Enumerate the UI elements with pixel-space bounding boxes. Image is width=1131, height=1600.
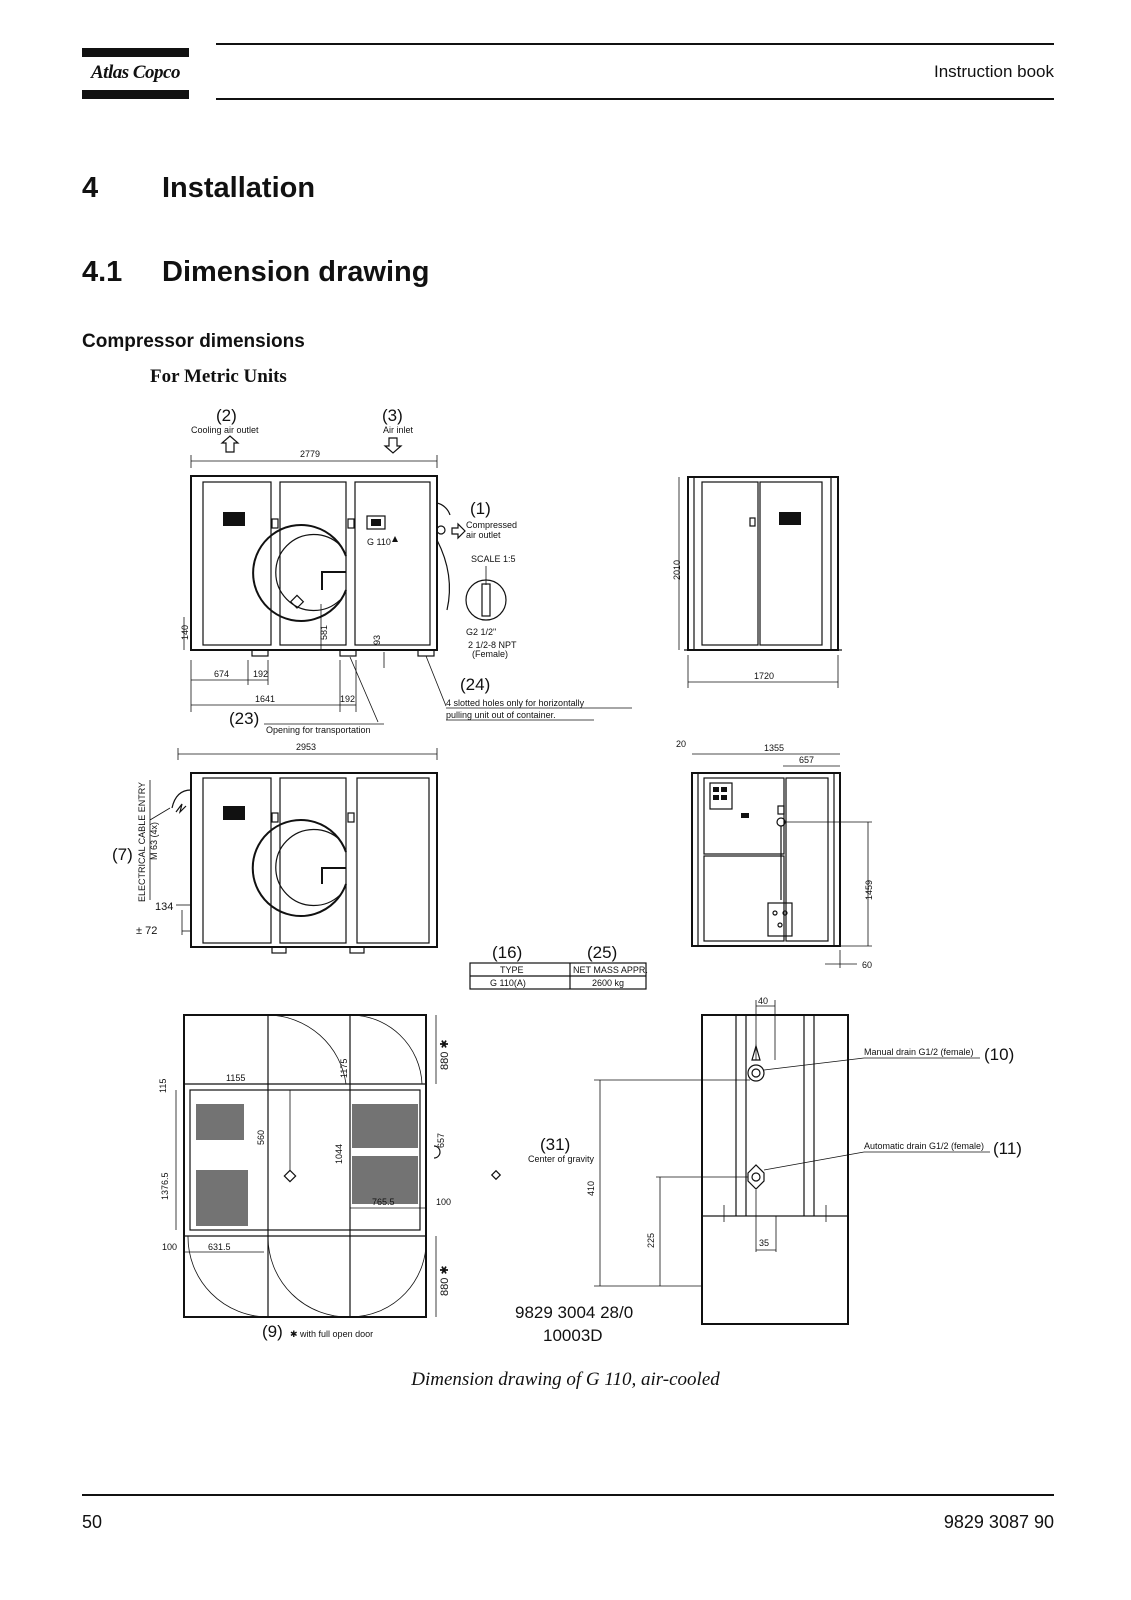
footer-rule bbox=[82, 1494, 1054, 1496]
thread-size-a: G2 1/2" bbox=[466, 627, 496, 637]
rear-view: 2953 ELECTRICAL CABLE ENTRY M 63 (4x) (7… bbox=[112, 742, 438, 954]
dim-1044: 1044 bbox=[334, 1144, 344, 1164]
section-heading: 4.1 Dimension drawing bbox=[82, 256, 429, 289]
chapter-number: 4 bbox=[82, 172, 99, 204]
callout-1-label-a: Compressed bbox=[466, 520, 517, 530]
callout-2: (2) bbox=[216, 406, 237, 425]
dim-410: 410 bbox=[586, 1181, 596, 1196]
type-table: (16) (25) TYPE NET MASS APPR. G 110(A) 2… bbox=[469, 943, 648, 990]
callout-11-label: Automatic drain G1/2 (female) bbox=[864, 1141, 984, 1151]
dim-72: ± 72 bbox=[136, 925, 157, 937]
callout-3-label: Air inlet bbox=[383, 425, 414, 435]
dim-60: 60 bbox=[862, 960, 872, 970]
thread-size-c: (Female) bbox=[472, 649, 508, 659]
dim-581: 581 bbox=[319, 625, 329, 640]
callout-24-label-a: 4 slotted holes only for horizontally bbox=[446, 698, 585, 708]
dim-front-width: 2779 bbox=[300, 449, 320, 459]
dim-100a: 100 bbox=[436, 1197, 451, 1207]
dim-657: 657 bbox=[799, 755, 814, 765]
thread-size-b: 2 1/2-8 NPT bbox=[468, 640, 517, 650]
dim-1175: 1175 bbox=[339, 1059, 349, 1078]
page-number: 50 bbox=[82, 1512, 103, 1532]
logo-bottom-bar bbox=[82, 90, 189, 99]
figure-caption: Dimension drawing of G 110, air-cooled bbox=[411, 1369, 720, 1390]
callout-24: (24) bbox=[460, 675, 490, 694]
callout-3: (3) bbox=[382, 406, 403, 425]
svg-text:G 110: G 110 bbox=[367, 537, 391, 547]
callout-31-label: Center of gravity bbox=[528, 1154, 595, 1164]
table-value-type: G 110(A) bbox=[490, 978, 526, 988]
callout-31: (31) bbox=[540, 1135, 570, 1154]
callout-10: (10) bbox=[984, 1045, 1014, 1064]
callout-25: (25) bbox=[587, 943, 617, 962]
document-number: 9829 3087 90 bbox=[943, 1512, 1054, 1532]
table-header-type: TYPE bbox=[500, 965, 524, 975]
company-logo: Atlas Copco bbox=[91, 62, 180, 83]
callout-11: (11) bbox=[993, 1139, 1022, 1158]
dim-560: 560 bbox=[256, 1130, 266, 1145]
callout-1-label-b: air outlet bbox=[466, 530, 501, 540]
dim-1155: 1155 bbox=[226, 1073, 245, 1083]
drawing-number-a: 9829 3004 28/0 bbox=[515, 1303, 633, 1322]
front-view: 2779 G 110 (1) Compressed air outlet bbox=[180, 406, 632, 735]
dim-657b: 657 bbox=[436, 1133, 446, 1148]
section-title: Dimension drawing bbox=[162, 256, 430, 288]
dim-side-height: 2010 bbox=[672, 560, 682, 580]
dim-1355: 1355 bbox=[764, 743, 784, 753]
callout-2-label: Cooling air outlet bbox=[191, 425, 259, 435]
dim-93: 93 bbox=[372, 635, 382, 645]
callout-16: (16) bbox=[492, 943, 522, 962]
callout-24-label-b: pulling unit out of container. bbox=[446, 710, 556, 720]
dim-225: 225 bbox=[646, 1233, 656, 1248]
scale-note: SCALE 1:5 bbox=[471, 554, 516, 564]
section-number: 4.1 bbox=[82, 256, 123, 288]
dim-1459: 1459 bbox=[864, 880, 874, 900]
subsection-heading: Compressor dimensions bbox=[82, 331, 305, 352]
table-value-mass: 2600 kg bbox=[592, 978, 624, 988]
units-note: For Metric Units bbox=[150, 366, 287, 387]
dim-100b: 100 bbox=[162, 1242, 177, 1252]
side-view: 2010 1720 bbox=[672, 476, 842, 688]
rear-side-view: 20 1355 657 1459 60 bbox=[676, 739, 874, 970]
callout-7-label-b: M 63 (4x) bbox=[149, 822, 159, 860]
dim-side-width: 1720 bbox=[754, 671, 774, 681]
dim-134: 134 bbox=[155, 901, 173, 913]
dim-140: 140 bbox=[180, 625, 190, 640]
dim-20: 20 bbox=[676, 739, 686, 749]
logo-top-bar bbox=[82, 48, 189, 57]
callout-9-label: ✱ with full open door bbox=[290, 1329, 373, 1339]
dim-880a: 880 ✱ bbox=[439, 1039, 451, 1070]
callout-7: (7) bbox=[112, 845, 133, 864]
callout-1: (1) bbox=[470, 499, 491, 518]
dim-192b: 192 bbox=[340, 694, 355, 704]
callout-23-label: Opening for transportation bbox=[266, 725, 371, 735]
dim-40: 40 bbox=[758, 996, 768, 1006]
callout-23: (23) bbox=[229, 709, 259, 728]
header-bottom-rule bbox=[216, 98, 1054, 100]
dim-115: 115 bbox=[158, 1079, 168, 1093]
header-top-rule bbox=[216, 43, 1054, 45]
dim-1376: 1376.5 bbox=[160, 1172, 170, 1200]
callout-7-label-a: ELECTRICAL CABLE ENTRY bbox=[137, 782, 147, 902]
chapter-title: Installation bbox=[162, 172, 316, 204]
drain-view: 40 Manual drain G1/2 (female) (10) Autom… bbox=[586, 996, 1022, 1325]
plan-view: 1155 115 560 1175 880 ✱ 657 1044 1376.5 … bbox=[158, 1014, 633, 1345]
dim-880b: 880 ✱ bbox=[439, 1265, 451, 1296]
dim-1641: 1641 bbox=[255, 694, 275, 704]
dim-674: 674 bbox=[214, 669, 229, 679]
callout-9: (9) bbox=[262, 1322, 283, 1341]
callout-10-label: Manual drain G1/2 (female) bbox=[864, 1047, 974, 1057]
table-header-mass: NET MASS APPR. bbox=[573, 965, 648, 975]
dim-rear-width: 2953 bbox=[296, 742, 316, 752]
document-type: Instruction book bbox=[933, 62, 1054, 81]
dim-765: 765.5 bbox=[372, 1197, 395, 1207]
dim-631: 631.5 bbox=[208, 1242, 231, 1252]
dim-35: 35 bbox=[759, 1238, 769, 1248]
dim-192a: 192 bbox=[253, 669, 268, 679]
chapter-heading: 4 Installation bbox=[82, 172, 315, 205]
drawing-number-b: 10003D bbox=[543, 1326, 603, 1345]
